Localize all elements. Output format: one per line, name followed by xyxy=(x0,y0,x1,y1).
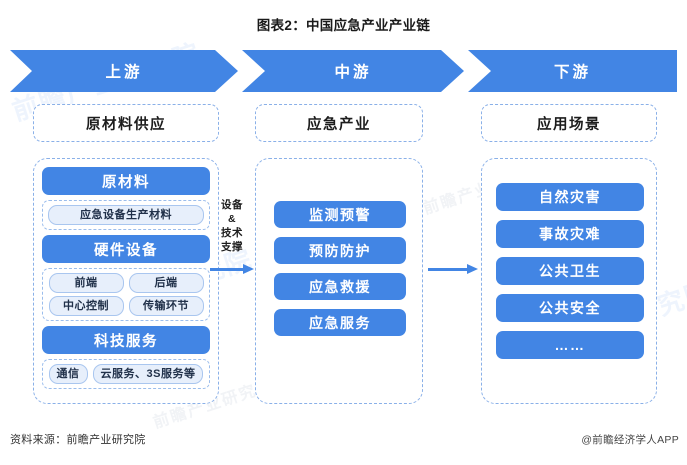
column-header-label-upstream: 原材料供应 xyxy=(86,116,166,133)
upstream-bar-tech-service[interactable]: 科技服务 xyxy=(42,326,210,354)
credit-note: @前瞻经济学人APP xyxy=(581,434,679,446)
midstream-item-emergency-service[interactable]: 应急服务 xyxy=(274,309,406,336)
midstream-item-prevention-protection[interactable]: 预防防护 xyxy=(274,237,406,264)
upstream-chip-front-end[interactable]: 前端 xyxy=(48,273,124,293)
downstream-item-more[interactable]: …… xyxy=(496,331,644,359)
arrow-midstream-to-downstream-icon xyxy=(428,264,478,274)
connector-label-equipment-tech: 设备 & 技术 支撑 xyxy=(212,198,252,254)
column-body-midstream: 监测预警 预防防护 应急救援 应急服务 xyxy=(255,158,423,404)
arrow-shaft xyxy=(210,267,243,271)
stage-arrow-upstream[interactable]: 上游 xyxy=(10,50,238,92)
column-header-label-downstream: 应用场景 xyxy=(537,116,601,133)
column-upstream: 原材料供应 原材料 应急设备生产材料 硬件设备 前端 后端 中心控制 传输环节 … xyxy=(33,104,219,404)
arrow-head xyxy=(467,264,478,274)
stage-banner: 上游 中游 下游 xyxy=(10,50,677,92)
arrow-head xyxy=(243,264,254,274)
midstream-item-emergency-rescue[interactable]: 应急救援 xyxy=(274,273,406,300)
upstream-group-raw-material: 应急设备生产材料 xyxy=(42,200,210,230)
connector-line-2: & xyxy=(227,213,237,225)
connector-line-3: 技术 xyxy=(221,227,243,239)
downstream-item-label: 自然灾害 xyxy=(539,189,601,205)
midstream-item-label: 应急服务 xyxy=(309,314,371,331)
stage-arrow-midstream[interactable]: 中游 xyxy=(242,50,464,92)
column-header-upstream: 原材料供应 xyxy=(33,104,219,142)
stage-arrow-downstream[interactable]: 下游 xyxy=(468,50,677,92)
column-header-midstream: 应急产业 xyxy=(255,104,423,142)
upstream-group-tech-service: 通信 云服务、3S服务等 xyxy=(42,359,210,389)
upstream-bar-label: 硬件设备 xyxy=(94,242,158,259)
downstream-list: 自然灾害 事故灾难 公共卫生 公共安全 …… xyxy=(496,183,644,368)
midstream-list: 监测预警 预防防护 应急救援 应急服务 xyxy=(274,201,406,345)
column-downstream: 应用场景 自然灾害 事故灾难 公共卫生 公共安全 …… xyxy=(481,104,657,404)
column-body-upstream: 原材料 应急设备生产材料 硬件设备 前端 后端 中心控制 传输环节 科技服务 通… xyxy=(33,158,219,404)
upstream-chip-production-material[interactable]: 应急设备生产材料 xyxy=(48,205,204,225)
downstream-item-public-health[interactable]: 公共卫生 xyxy=(496,257,644,285)
upstream-bar-hardware[interactable]: 硬件设备 xyxy=(42,235,210,263)
upstream-bar-label: 科技服务 xyxy=(94,333,158,350)
downstream-item-label: 事故灾难 xyxy=(539,226,601,242)
upstream-chip-back-end[interactable]: 后端 xyxy=(128,273,204,293)
column-header-downstream: 应用场景 xyxy=(481,104,657,142)
downstream-item-accident-disaster[interactable]: 事故灾难 xyxy=(496,220,644,248)
downstream-item-label: 公共卫生 xyxy=(539,263,601,279)
downstream-item-label: 公共安全 xyxy=(539,300,601,316)
column-header-label-midstream: 应急产业 xyxy=(307,116,371,133)
downstream-item-label: …… xyxy=(554,337,586,353)
stage-label-downstream: 下游 xyxy=(553,64,591,81)
arrow-shaft xyxy=(428,267,467,271)
midstream-item-label: 预防防护 xyxy=(309,242,371,259)
arrow-upstream-to-midstream-icon xyxy=(210,264,254,274)
midstream-item-label: 应急救援 xyxy=(309,278,371,295)
column-midstream: 应急产业 监测预警 预防防护 应急救援 应急服务 xyxy=(255,104,423,404)
upstream-chip-communication[interactable]: 通信 xyxy=(48,364,88,384)
upstream-chip-central-control[interactable]: 中心控制 xyxy=(48,296,124,316)
downstream-item-natural-disaster[interactable]: 自然灾害 xyxy=(496,183,644,211)
midstream-item-monitoring-warning[interactable]: 监测预警 xyxy=(274,201,406,228)
downstream-item-public-security[interactable]: 公共安全 xyxy=(496,294,644,322)
upstream-group-hardware: 前端 后端 中心控制 传输环节 xyxy=(42,268,210,321)
connector-line-1: 设备 xyxy=(221,199,243,211)
upstream-chip-cloud-3s[interactable]: 云服务、3S服务等 xyxy=(92,364,204,384)
upstream-chip-transmission[interactable]: 传输环节 xyxy=(128,296,204,316)
upstream-bar-raw-material[interactable]: 原材料 xyxy=(42,167,210,195)
stage-label-midstream: 中游 xyxy=(334,64,372,81)
source-note: 资料来源：前瞻产业研究院 xyxy=(10,434,146,446)
column-body-downstream: 自然灾害 事故灾难 公共卫生 公共安全 …… xyxy=(481,158,657,404)
page-title: 图表2：中国应急产业产业链 xyxy=(256,18,431,33)
connector-line-4: 支撑 xyxy=(221,241,243,253)
stage-label-upstream: 上游 xyxy=(105,64,143,81)
upstream-bar-label: 原材料 xyxy=(102,174,150,191)
midstream-item-label: 监测预警 xyxy=(309,206,371,223)
